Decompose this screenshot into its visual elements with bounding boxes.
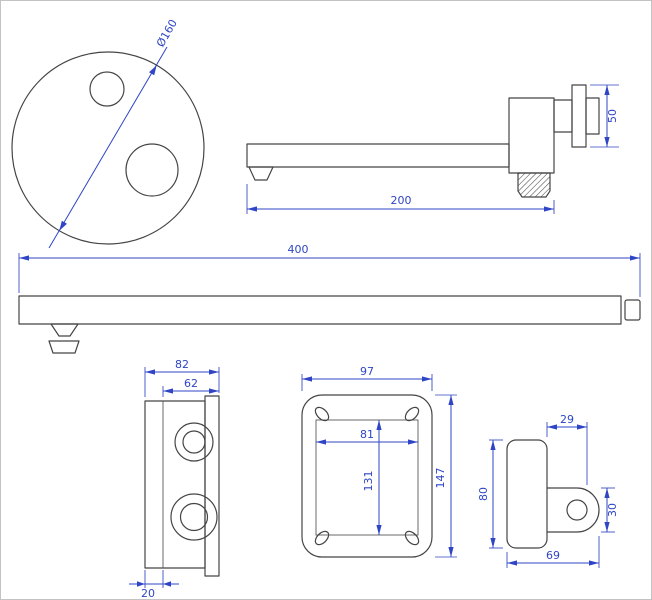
- dim-spout-length: 200: [391, 194, 412, 207]
- holder-hook: [546, 487, 600, 533]
- spout-arm: [246, 143, 510, 168]
- dim-holder-width: 69: [546, 549, 560, 562]
- view-mounting-plate: 97 81 131 147: [301, 365, 457, 558]
- view-handset-holder: 29 80 30 69: [477, 413, 619, 568]
- faceplate-small-button: [89, 71, 125, 107]
- valve-housing: [144, 400, 206, 569]
- plate-inner-rect: [315, 419, 419, 536]
- screw-hole: [314, 530, 330, 546]
- threaded-connector: [517, 172, 551, 198]
- dim-plate-inner-height: 131: [362, 471, 375, 492]
- dim-flange-height: 50: [606, 109, 619, 123]
- dim-holder-depth: 29: [560, 413, 574, 426]
- faceplate-outline: [11, 51, 205, 245]
- spout-aerator-tip: [248, 166, 274, 181]
- arm-connector: [624, 299, 641, 321]
- dim-valve-inner-width: 62: [184, 377, 198, 390]
- dim-valve-offset: 20: [141, 587, 155, 600]
- dim-arm-length: 400: [288, 243, 309, 256]
- wall-stub: [585, 97, 600, 135]
- arm-profile: [18, 295, 622, 325]
- dim-arrow: [149, 65, 157, 76]
- view-valve-body: 82 62 20: [129, 358, 220, 600]
- dim-faceplate-diameter: Ø160: [154, 17, 180, 49]
- dim-arrow: [59, 220, 67, 231]
- holder-hook-hole: [566, 499, 588, 521]
- plate-outline: [301, 394, 433, 558]
- valve-port-top-inner: [182, 430, 206, 454]
- valve-mounting-bar: [204, 395, 220, 577]
- dim-arrow: [137, 581, 145, 587]
- faceplate-large-knob: [125, 143, 179, 197]
- view-shower-arm: 400: [18, 243, 641, 354]
- dim-arrow: [163, 581, 171, 587]
- wall-pipe: [553, 99, 573, 133]
- valve-port-bottom-outer: [170, 493, 218, 541]
- valve-port-bottom-inner: [179, 502, 209, 532]
- screw-hole: [314, 406, 330, 422]
- screw-hole: [404, 530, 420, 546]
- wall-flange: [571, 84, 587, 148]
- screw-hole: [404, 406, 420, 422]
- view-spout: 200 50: [246, 84, 619, 214]
- arm-nozzle-cup: [48, 340, 80, 354]
- view-faceplate: Ø160: [11, 17, 205, 249]
- spout-body: [508, 97, 555, 174]
- dim-plate-width: 97: [360, 365, 374, 378]
- diameter-dim-line: [48, 46, 168, 249]
- dim-hook-height: 30: [606, 503, 619, 517]
- valve-port-top-outer: [174, 422, 214, 462]
- dim-plate-height: 147: [434, 468, 447, 489]
- arm-nozzle-neck: [50, 323, 79, 337]
- dim-valve-width: 82: [175, 358, 189, 371]
- dim-plate-inner-width: 81: [360, 428, 374, 441]
- holder-body: [506, 439, 548, 549]
- dim-holder-height: 80: [477, 487, 490, 501]
